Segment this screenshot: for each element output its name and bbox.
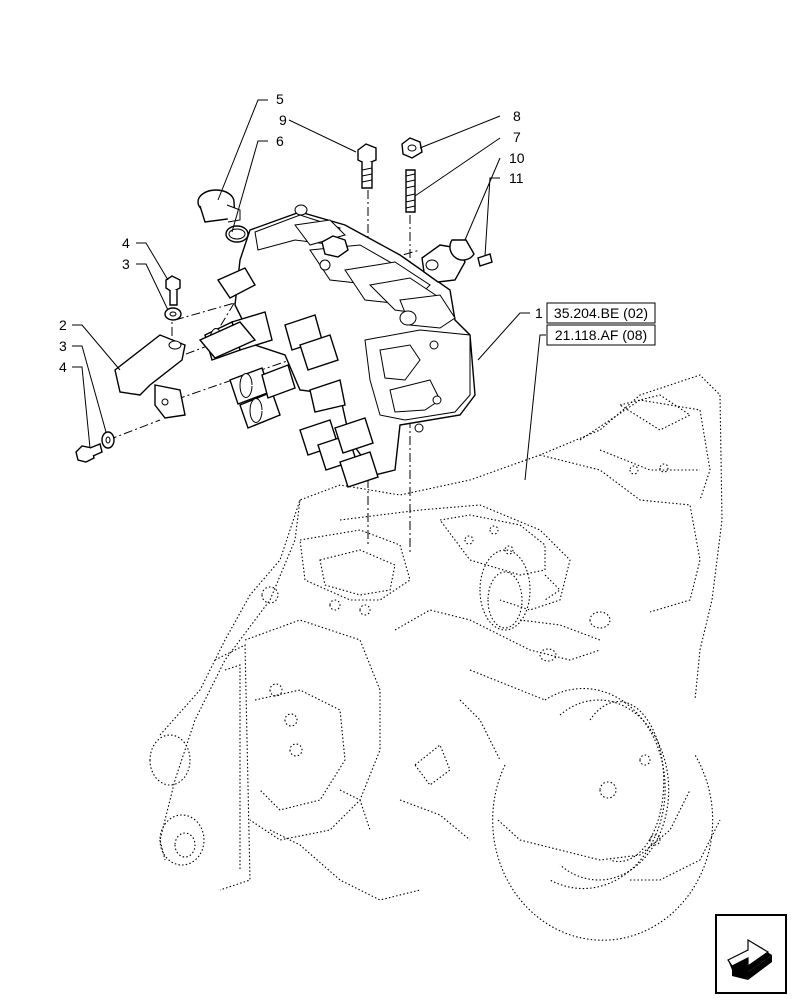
control-valve-assembly bbox=[204, 204, 476, 488]
callout-4-lower: 4 bbox=[59, 359, 67, 375]
tractor-housing-outline bbox=[149, 374, 723, 941]
screw-11 bbox=[477, 253, 493, 267]
callout-3-lower: 3 bbox=[59, 338, 67, 354]
callout-6: 6 bbox=[276, 133, 284, 149]
bolt-4-upper bbox=[165, 275, 181, 306]
callout-11: 11 bbox=[509, 170, 524, 186]
reference-label-2: 21.118.AF (08) bbox=[555, 327, 647, 343]
callout-labels: 5 9 6 8 7 10 11 4 3 2 3 4 1 bbox=[59, 91, 543, 375]
stud-7 bbox=[405, 169, 416, 213]
o-ring-6 bbox=[225, 225, 249, 243]
bolt-4-lower bbox=[75, 443, 103, 463]
next-page-arrow-icon[interactable] bbox=[715, 914, 787, 994]
callout-2: 2 bbox=[59, 317, 67, 333]
washer-3-lower bbox=[101, 431, 115, 449]
callout-4-upper: 4 bbox=[122, 235, 130, 251]
callout-1: 1 bbox=[535, 305, 543, 321]
callout-5: 5 bbox=[276, 91, 284, 107]
leader-lines bbox=[72, 99, 546, 481]
reference-label-1: 35.204.BE (02) bbox=[554, 305, 648, 321]
nut-8 bbox=[401, 137, 423, 159]
callout-8: 8 bbox=[513, 108, 521, 124]
washer-3-upper bbox=[164, 307, 182, 321]
flange-fitting-10 bbox=[421, 239, 475, 283]
cap-plug-5 bbox=[197, 189, 241, 223]
callout-9: 9 bbox=[279, 112, 287, 128]
bolt-9 bbox=[357, 143, 377, 189]
reference-35-204-be[interactable]: 35.204.BE (02) bbox=[546, 302, 656, 324]
linkage-bracket-2 bbox=[114, 321, 257, 419]
callout-7: 7 bbox=[513, 129, 521, 145]
callout-3-upper: 3 bbox=[122, 256, 130, 272]
callout-10: 10 bbox=[509, 150, 525, 166]
reference-21-118-af[interactable]: 21.118.AF (08) bbox=[546, 324, 656, 346]
